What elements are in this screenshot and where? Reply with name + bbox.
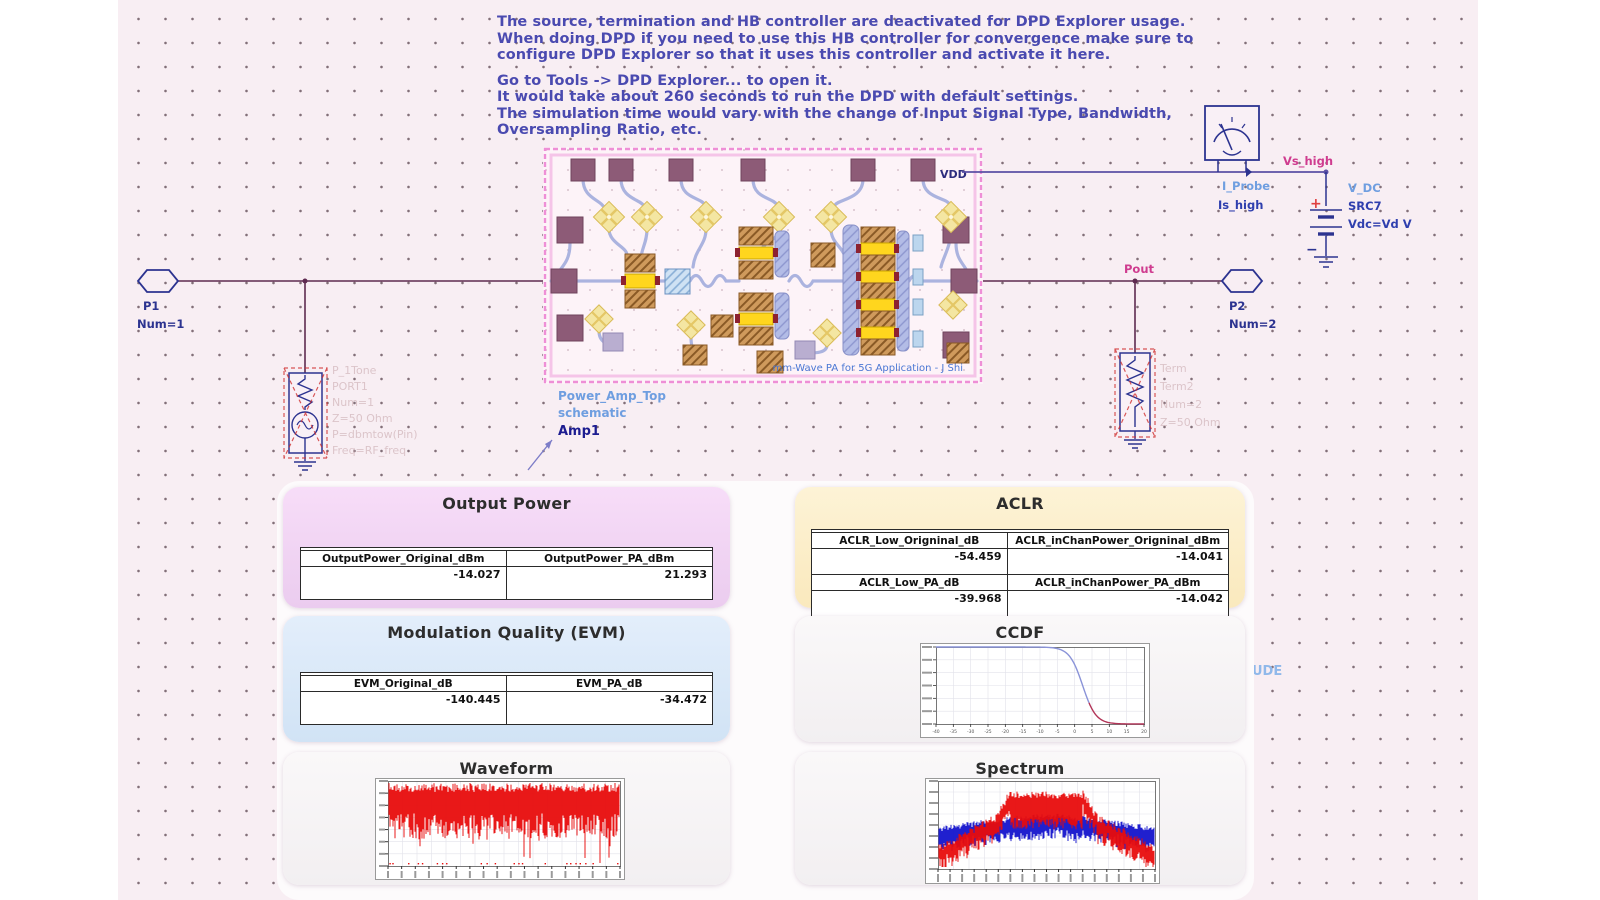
table-header-cell: OutputPower_PA_dBm	[506, 550, 712, 567]
table-header-cell: ACLR_Low_Origninal_dB	[812, 532, 1008, 549]
amp-layout-art: VDD mm-Wave PA for 5G Application - J Sh…	[543, 147, 983, 384]
annotation-note: The source, termination and HB controlle…	[497, 14, 1193, 139]
output-power-table: OutputPower_Original_dBm OutputPower_PA_…	[300, 547, 713, 600]
table-value-cell: 21.293	[664, 568, 707, 581]
table-value-cell: -14.027	[301, 567, 507, 599]
spectrum-chart	[925, 778, 1160, 884]
occluded-label: UDE	[1252, 664, 1283, 679]
annotation-line: When doing DPD if you need to use this H…	[497, 30, 1194, 47]
table-value-cell: -54.459	[812, 549, 1008, 574]
annotation-line: It would take about 260 seconds to run t…	[497, 89, 1079, 105]
table-header-cell: ACLR_inChanPower_PA_dBm	[1007, 574, 1228, 591]
waveform-panel: Waveform	[283, 752, 730, 885]
panel-title: CCDF	[995, 623, 1045, 642]
table-header-cell: ACLR_inChanPower_Origninal_dBm	[1007, 532, 1228, 549]
panel-title: Spectrum	[975, 759, 1065, 778]
table-value-cell: -14.041	[1175, 550, 1223, 563]
table-value-cell: -39.968	[812, 591, 1008, 616]
spectrum-panel: Spectrum	[795, 752, 1245, 885]
panel-title: Modulation Quality (EVM)	[387, 623, 626, 642]
annotation-line: configure DPD Explorer so that it uses t…	[497, 47, 1111, 63]
annotation-line: Go to Tools -> DPD Explorer... to open i…	[497, 72, 833, 89]
annotation-line: Oversampling Ratio, etc.	[497, 122, 702, 138]
aclr-panel: ACLR ACLR_Low_Origninal_dB ACLR_inChanPo…	[795, 487, 1245, 617]
table-header-cell: OutputPower_Original_dBm	[301, 550, 507, 567]
panel-title: Waveform	[459, 759, 554, 778]
table-header-cell: EVM_Original_dB	[301, 675, 507, 692]
ccdf-panel: CCDF	[795, 616, 1245, 742]
annotation-line: The simulation time would vary with the …	[497, 105, 1173, 122]
table-value-cell: -14.042	[1175, 592, 1223, 605]
panel-title: ACLR	[996, 494, 1044, 513]
amp-caption: mm-Wave PA for 5G Application - J Shi	[773, 363, 963, 374]
annotation-line: The source, termination and HB controlle…	[497, 14, 1186, 30]
evm-table: EVM_Original_dB EVM_PA_dB -140.445 -34.4…	[300, 672, 713, 725]
table-header-cell: EVM_PA_dB	[506, 675, 712, 692]
vdd-net-label: VDD	[940, 168, 967, 181]
waveform-chart	[375, 778, 625, 880]
table-value-cell: -34.472	[659, 693, 707, 706]
table-header-cell: ACLR_Low_PA_dB	[812, 574, 1008, 591]
output-power-panel: Output Power OutputPower_Original_dBm Ou…	[283, 487, 730, 608]
panel-title: Output Power	[442, 494, 571, 513]
ccdf-chart	[920, 643, 1150, 738]
table-value-cell: -140.445	[301, 692, 507, 724]
evm-panel: Modulation Quality (EVM) EVM_Original_dB…	[283, 616, 730, 742]
amp-subcircuit-block[interactable]: VDD mm-Wave PA for 5G Application - J Sh…	[543, 147, 983, 384]
aclr-table: ACLR_Low_Origninal_dB ACLR_inChanPower_O…	[811, 529, 1229, 617]
